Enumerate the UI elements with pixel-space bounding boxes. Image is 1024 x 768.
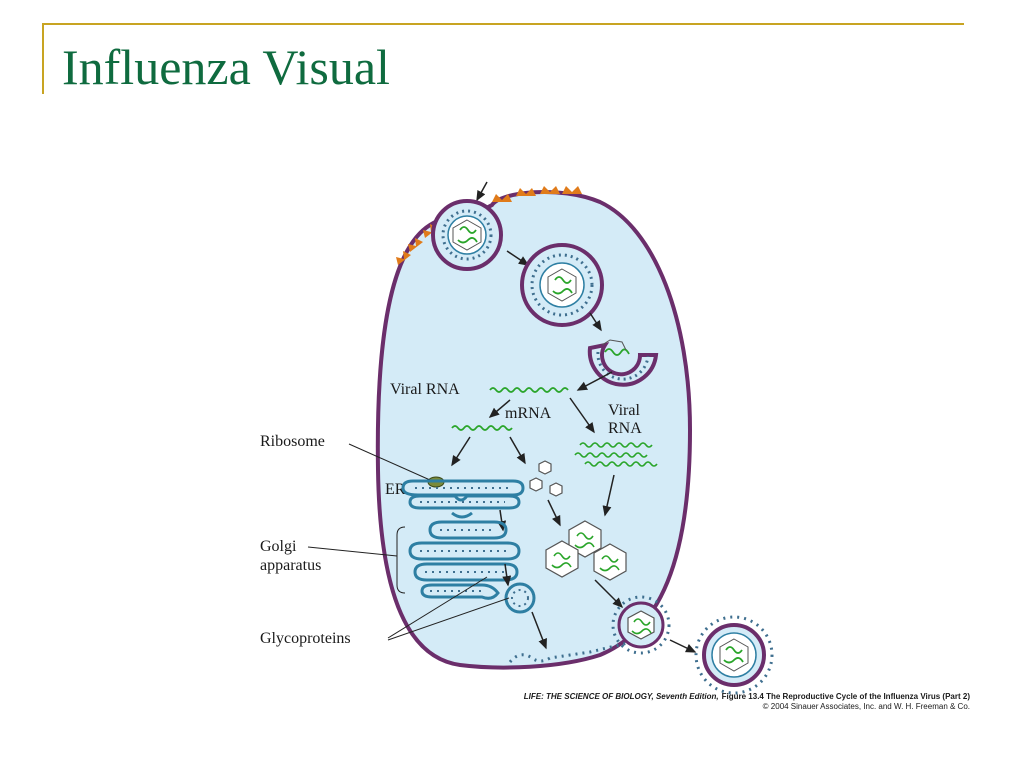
- label-viral-rna-right-line2: RNA: [608, 420, 642, 437]
- arrow-golgi-to-vesicle: [502, 563, 512, 587]
- membrane-glycoproteins: [508, 638, 641, 664]
- receptor: [562, 186, 582, 194]
- receptor: [540, 186, 560, 194]
- figure-caption-copyright: © 2004 Sinauer Associates, Inc. and W. H…: [763, 702, 970, 711]
- arrow-capsid-to-assembly: [547, 499, 561, 527]
- figure-caption-line1: LIFE: THE SCIENCE OF BIOLOGY, Seventh Ed…: [524, 692, 971, 701]
- capsid-proteins: [529, 460, 563, 497]
- label-golgi-line2: apparatus: [260, 557, 321, 574]
- mrna-strand: [451, 425, 513, 431]
- endosome: [520, 243, 604, 327]
- label-er: ER: [385, 481, 406, 498]
- viral-rna-strand: [489, 387, 569, 393]
- arrow-to-viral-rna: [569, 397, 595, 434]
- label-viral-rna-right-line1: Viral: [608, 402, 640, 419]
- leader-glycoproteins-a: [387, 576, 488, 639]
- budding-virion: [611, 595, 671, 655]
- arrow-er-to-golgi: [497, 509, 507, 532]
- arrow-mrna-to-capsid: [509, 436, 526, 465]
- arrow-to-uncoating: [589, 312, 602, 332]
- receptor: [396, 251, 411, 265]
- viral-rna-copies: [574, 442, 658, 467]
- arrow-vesicle-to-membrane: [531, 611, 547, 650]
- caption-figure-title: Figure 13.4 The Reproductive Cycle of th…: [722, 692, 971, 701]
- label-glycoproteins: Glycoproteins: [260, 630, 351, 647]
- leader-golgi: [307, 546, 398, 557]
- title-rule-vertical: [42, 23, 44, 94]
- slide-title: Influenza Visual: [62, 39, 390, 95]
- arrow-capsid-to-budding: [594, 579, 624, 609]
- leader-glycoproteins-b: [387, 597, 510, 641]
- transport-vesicle: [504, 582, 536, 614]
- label-viral-rna-top: Viral RNA: [390, 381, 460, 398]
- label-golgi-line1: Golgi: [260, 538, 297, 555]
- arrow-to-endosome: [506, 250, 530, 266]
- entry-arrow: [476, 181, 488, 202]
- endoplasmic-reticulum: [401, 479, 525, 519]
- title-rule-horizontal: [42, 23, 964, 25]
- endosome-entering: [431, 199, 503, 271]
- released-virion: [694, 615, 774, 695]
- receptor: [492, 194, 512, 202]
- arrow-rna-to-assembly: [602, 474, 615, 517]
- receptor-group-top: [492, 186, 582, 202]
- label-ribosome: Ribosome: [260, 433, 325, 450]
- caption-book-title: LIFE: THE SCIENCE OF BIOLOGY, Seventh Ed…: [524, 692, 719, 701]
- capsid: [593, 543, 627, 581]
- golgi-apparatus: [408, 520, 521, 600]
- assembled-capsids: [545, 520, 627, 581]
- capsid: [568, 520, 602, 558]
- receptor: [516, 188, 536, 196]
- leader-ribosome: [348, 443, 431, 481]
- arrow-release-virion: [669, 639, 697, 653]
- capsid: [545, 540, 579, 578]
- golgi-glycoprotein-dots: [420, 529, 508, 592]
- arrow-release-rna: [576, 371, 613, 391]
- label-mrna: mRNA: [505, 405, 552, 422]
- arrow-to-mrna: [488, 399, 511, 418]
- receptor: [408, 238, 423, 252]
- golgi-bracket: [396, 526, 406, 594]
- arrow-mrna-to-er: [451, 436, 471, 467]
